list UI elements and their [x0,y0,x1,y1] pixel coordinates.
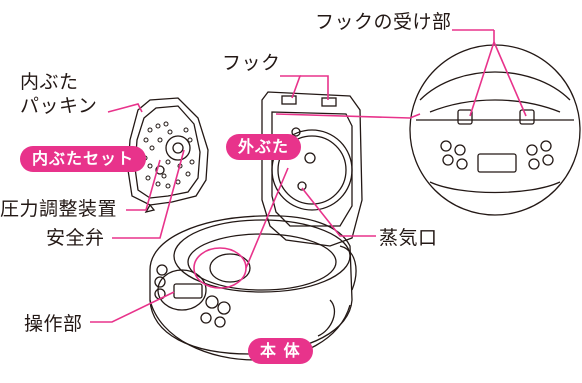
label-hook-receiver: フックの受け部 [315,11,452,33]
label-steam-vent: 蒸気口 [379,227,438,249]
label-hook: フック [222,52,281,74]
zoom-circle-drawing [409,44,581,216]
label-safety-valve: 安全弁 [46,227,105,249]
label-pressure-device: 圧力調整装置 [0,198,118,220]
label-inner-lid: 内ぶた [20,71,79,93]
leader-lines [90,29,527,323]
tag-outer-lid: 外ぶた [226,134,302,160]
body-drawing [149,215,357,361]
label-packing: パッキン [20,95,98,117]
label-control-panel: 操作部 [24,313,83,335]
tag-body: 本 体 [248,338,313,364]
tag-inner-lid-set: 内ぶたセット [20,146,147,172]
